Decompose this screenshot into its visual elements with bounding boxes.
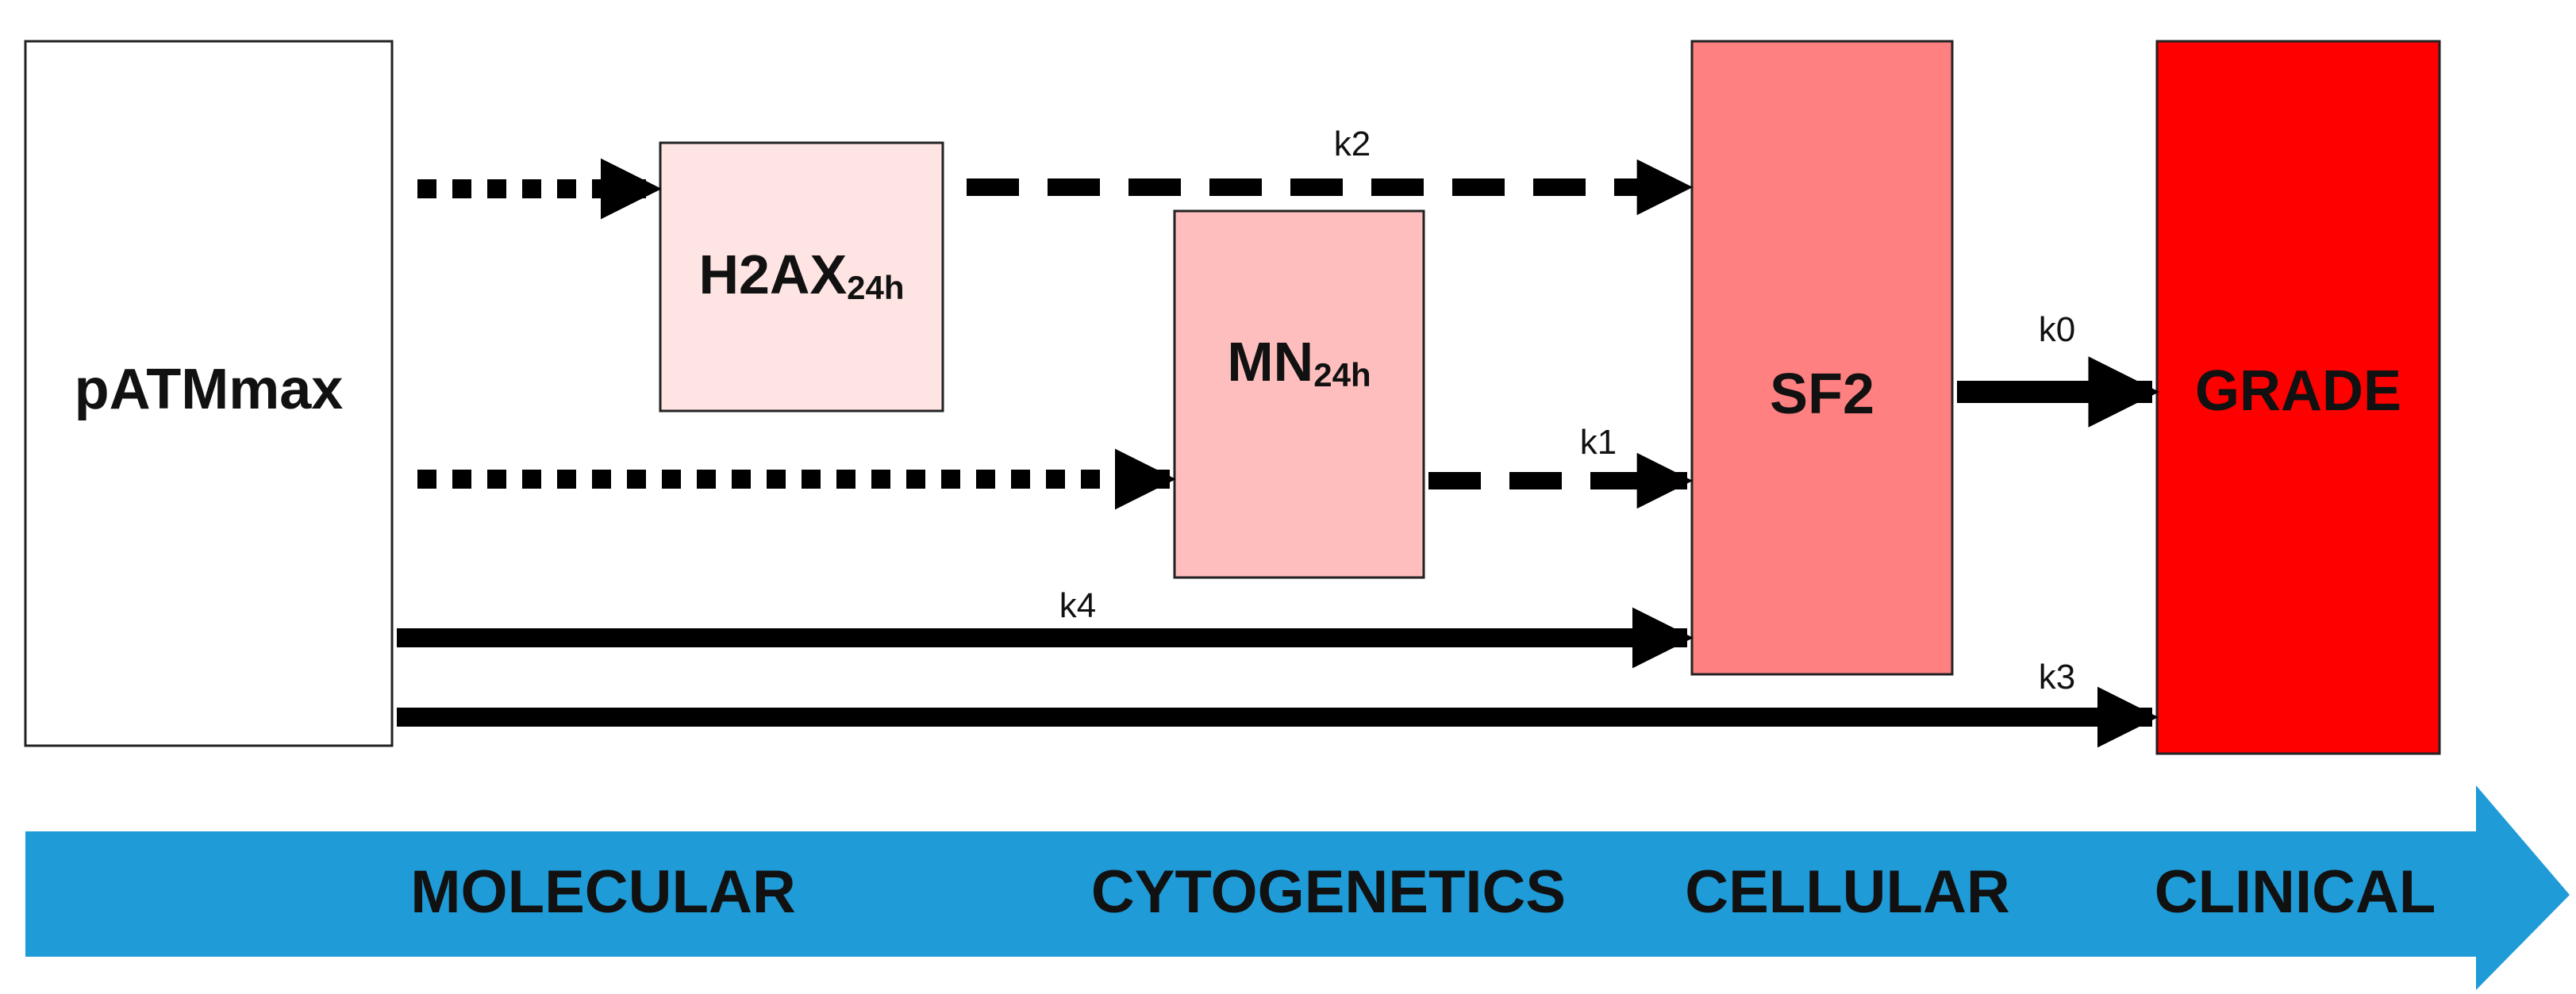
stage-cytogenetics: CYTOGENETICS <box>1091 858 1566 926</box>
label-k1: k1 <box>1580 423 1617 462</box>
sf2-box <box>1690 40 1954 676</box>
stage-cellular: CELLULAR <box>1685 858 2010 926</box>
label-k4: k4 <box>1059 586 1096 625</box>
patm-box <box>24 40 394 747</box>
grade-label: GRADE <box>2195 359 2401 423</box>
label-k3: k3 <box>2039 658 2075 697</box>
label-k2: k2 <box>1334 125 1371 163</box>
stage-band-arrow <box>25 785 2570 990</box>
mn-label-sub: 24h <box>1313 356 1371 393</box>
patm-label: pATMmax <box>75 358 344 421</box>
mn-label: MN24h <box>1227 331 1371 393</box>
sf2-label: SF2 <box>1770 363 1874 426</box>
h2ax-box <box>659 141 944 413</box>
mn-label-main: MN <box>1227 331 1313 393</box>
h2ax-label: H2AX24h <box>698 244 904 306</box>
h2ax-label-main: H2AX <box>698 244 847 305</box>
h2ax-label-sub: 24h <box>847 269 904 306</box>
stage-clinical: CLINICAL <box>2155 858 2436 926</box>
label-k0: k0 <box>2039 310 2075 349</box>
grade-box <box>2155 40 2441 755</box>
stage-molecular: MOLECULAR <box>410 858 796 926</box>
mn-box <box>1173 209 1425 579</box>
